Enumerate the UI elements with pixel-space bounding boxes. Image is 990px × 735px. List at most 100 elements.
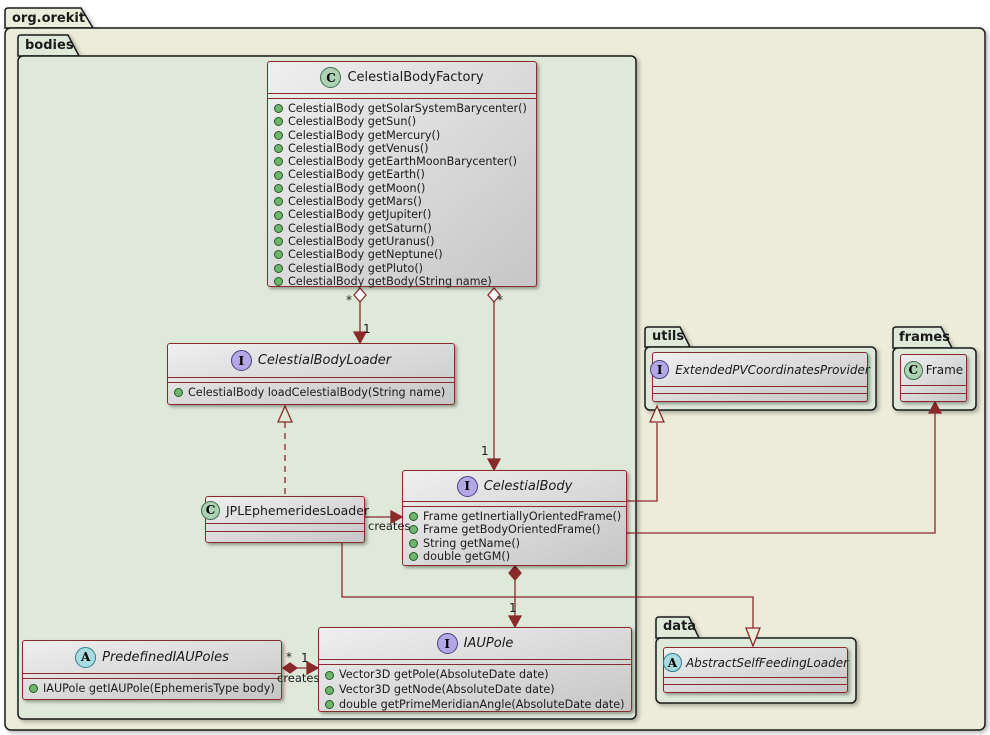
abstract-predefinediaupoles: A PredefinedIAUPoles IAUPole getIAUPole(…	[22, 640, 282, 700]
class-name: JPLEphemeridesLoader	[225, 502, 370, 518]
interface-i-icon: I	[456, 475, 478, 497]
class-c-icon: C	[320, 67, 342, 88]
class-title: C CelestialBodyFactory	[268, 62, 536, 93]
interface-celestialbodyloader: I CelestialBodyLoader CelestialBody load…	[167, 343, 455, 405]
public-method-icon	[274, 104, 283, 114]
multiplicity-factory-loader-target: 1	[363, 322, 371, 336]
generalization-celestialbody-extpvprovider	[627, 404, 665, 502]
methods-compartment	[901, 394, 966, 401]
method-row: CelestialBody loadCelestialBody(String n…	[174, 386, 448, 399]
class-jplephemeridesloader: C JPLEphemeridesLoader	[200, 496, 369, 543]
method-row: CelestialBody getMercury()	[274, 129, 530, 142]
package-data-label: data	[663, 619, 697, 634]
methods-compartment: CelestialBody getSolarSystemBarycenter()…	[268, 99, 536, 288]
method-row: Vector3D getPole(AbsoluteDate date)	[325, 668, 625, 683]
class-title: I IAUPole	[319, 628, 631, 659]
multiplicity-factory-loader-source: *	[346, 293, 352, 307]
public-method-icon	[274, 277, 283, 286]
method-row: double getGM()	[409, 550, 620, 563]
method-row: CelestialBody getPluto()	[274, 262, 530, 275]
class-name: CelestialBody	[483, 478, 573, 494]
realization-jpl-loader	[277, 404, 293, 496]
edge-label-predefined-creates: creates	[277, 671, 320, 685]
public-method-icon	[409, 552, 418, 562]
method-row: CelestialBody getJupiter()	[274, 208, 530, 221]
class-name: ExtendedPVCoordinatesProvider	[675, 362, 870, 377]
public-method-icon	[274, 263, 283, 273]
method-row: CelestialBody getEarth()	[274, 168, 530, 181]
method-row: double getPrimeMeridianAngle(AbsoluteDat…	[325, 698, 625, 713]
package-utils-label: utils	[652, 329, 685, 344]
public-method-icon	[274, 157, 283, 167]
class-title: I CelestialBody	[403, 471, 626, 501]
public-method-icon	[274, 223, 283, 233]
public-method-icon	[274, 197, 283, 207]
multiplicity-predefined-iaupole-source: *	[286, 650, 292, 664]
class-frame: C Frame	[900, 354, 967, 402]
method-row: Vector3D getNode(AbsoluteDate date)	[325, 683, 625, 698]
class-name: Frame	[925, 363, 964, 377]
public-method-icon	[325, 685, 334, 695]
abstract-a-icon: A	[75, 646, 97, 668]
class-title: I CelestialBodyLoader	[168, 344, 454, 377]
public-method-icon	[325, 700, 334, 710]
abstract-a-icon: A	[662, 653, 682, 672]
method-row: CelestialBody getBody(String name)	[274, 275, 530, 288]
multiplicity-factory-celestialbody-source: *	[497, 293, 503, 307]
method-row: Frame getInertiallyOrientedFrame()	[409, 510, 621, 523]
method-row: Frame getBodyOrientedFrame()	[409, 523, 620, 536]
interface-celestialbody: I CelestialBody Frame getInertiallyOrien…	[402, 470, 627, 566]
methods-compartment: Vector3D getPole(AbsoluteDate date) Vect…	[319, 665, 631, 712]
class-title: I ExtendedPVCoordinatesProvider	[650, 353, 870, 386]
interface-iaupole: I IAUPole Vector3D getPole(AbsoluteDate …	[318, 627, 632, 712]
public-method-icon	[274, 237, 283, 247]
edge-label-jpl-creates: creates	[368, 519, 411, 533]
public-method-icon	[274, 144, 283, 154]
abstract-abstractselffeedingloader: A AbstractSelfFeedingLoader	[662, 647, 849, 693]
attributes-compartment	[653, 386, 867, 394]
public-method-icon	[325, 670, 334, 680]
method-row: CelestialBody getSolarSystemBarycenter()	[274, 102, 530, 115]
interface-i-icon: I	[436, 633, 458, 654]
class-name: PredefinedIAUPoles	[102, 649, 229, 665]
public-method-icon	[274, 117, 283, 127]
class-name: AbstractSelfFeedingLoader	[685, 655, 849, 670]
public-method-icon	[409, 538, 418, 548]
class-title: C Frame	[901, 355, 966, 385]
method-row: CelestialBody getSaturn()	[274, 222, 530, 235]
class-name: IAUPole	[463, 636, 514, 651]
multiplicity-celestialbody-iaupole: 1	[509, 601, 517, 615]
method-row: CelestialBody getVenus()	[274, 142, 530, 155]
interface-i-icon: I	[650, 360, 670, 379]
class-celestialbodyfactory: C CelestialBodyFactory CelestialBody get…	[267, 61, 537, 288]
method-row: String getName()	[409, 537, 620, 550]
methods-compartment	[653, 394, 867, 401]
public-method-icon	[174, 388, 183, 398]
attributes-compartment	[901, 385, 966, 394]
interface-i-icon: I	[230, 350, 252, 371]
interface-extendedpvcoordinatesprovider: I ExtendedPVCoordinatesProvider	[650, 352, 870, 402]
multiplicity-factory-celestialbody-target: 1	[481, 444, 489, 458]
method-row: CelestialBody getSun()	[274, 115, 530, 128]
package-org-orekit-label: org.orekit	[12, 11, 86, 26]
class-c-icon: C	[903, 360, 923, 380]
class-name: CelestialBodyFactory	[347, 70, 484, 85]
methods-compartment	[206, 532, 364, 540]
attributes-compartment	[206, 523, 364, 532]
multiplicity-predefined-iaupole-target: 1	[301, 651, 309, 665]
class-c-icon: C	[200, 500, 220, 520]
method-row: IAUPole getIAUPole(EphemerisType body)	[29, 682, 275, 695]
package-bodies-label: bodies	[25, 38, 74, 53]
association-celestialbody-frame	[627, 400, 943, 534]
package-frames-label: frames	[899, 330, 950, 345]
methods-compartment: IAUPole getIAUPole(EphemerisType body)	[23, 679, 281, 695]
public-method-icon	[274, 183, 283, 193]
methods-compartment	[664, 685, 847, 692]
method-row: CelestialBody getEarthMoonBarycenter()	[274, 155, 530, 168]
public-method-icon	[29, 684, 38, 694]
method-row: CelestialBody getNeptune()	[274, 248, 530, 261]
method-row: CelestialBody getMoon()	[274, 182, 530, 195]
public-method-icon	[274, 210, 283, 220]
public-method-icon	[274, 130, 283, 140]
class-title: A PredefinedIAUPoles	[23, 641, 281, 673]
